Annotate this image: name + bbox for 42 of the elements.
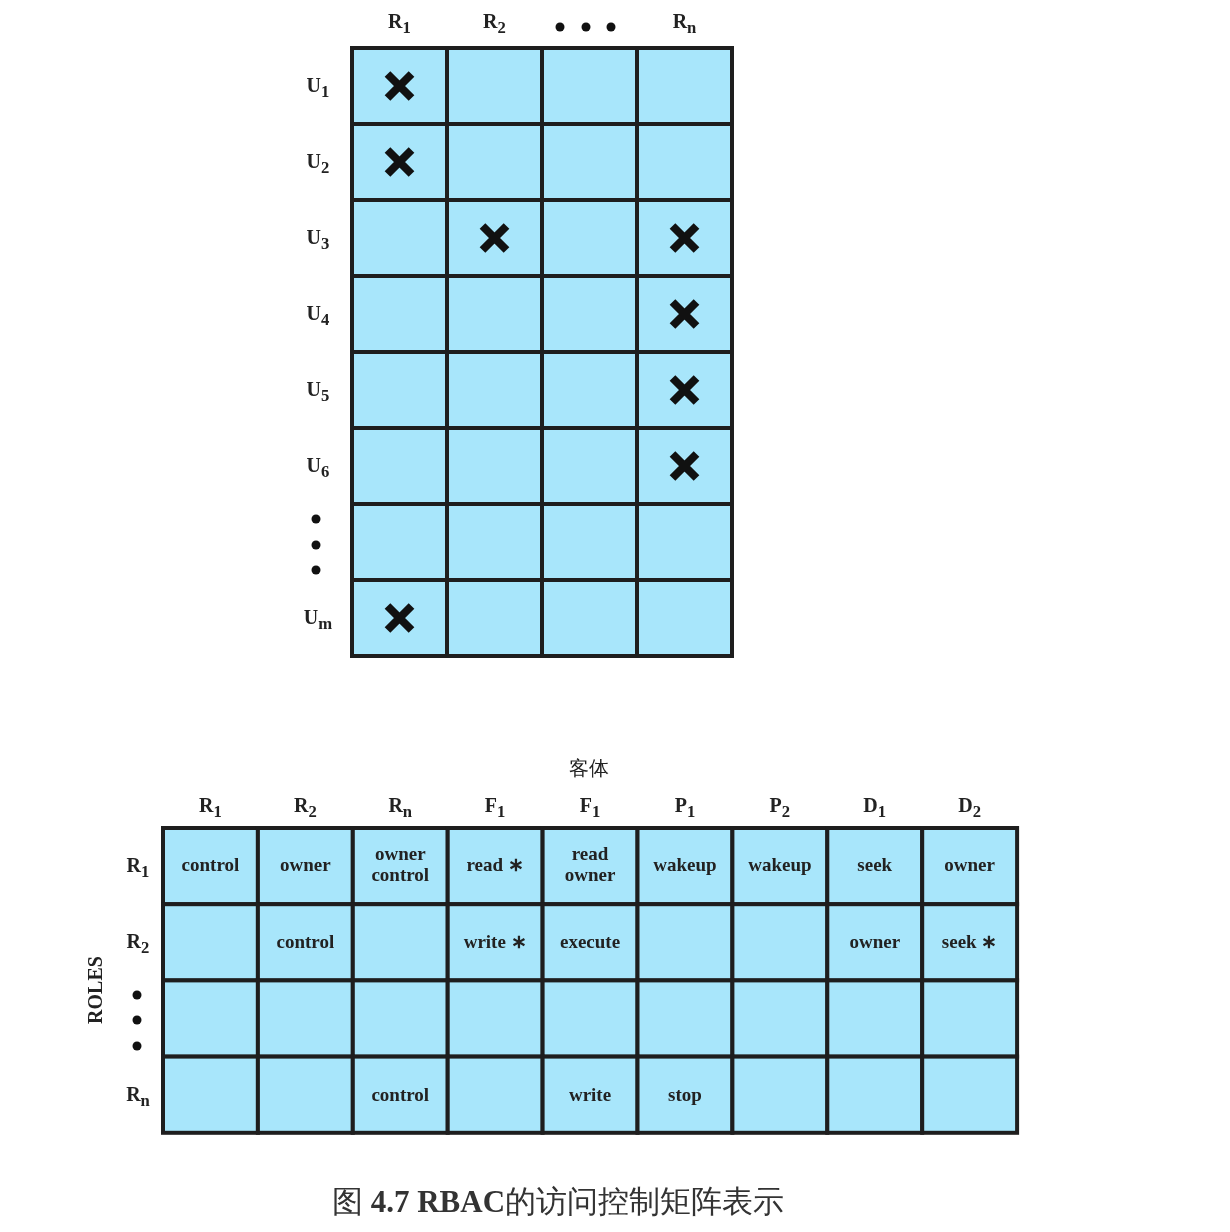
column-header: R$_{2}$ [483, 10, 506, 38]
row-header: U$_{4}$ [306, 302, 330, 330]
row-header: U$_{3}$ [306, 226, 330, 254]
cell-text: control [370, 1084, 431, 1106]
cell-text: seek [856, 854, 894, 876]
cell-text: write [567, 1084, 613, 1106]
row-header: U$_{6}$ [306, 454, 330, 482]
cell-text: owner [943, 854, 996, 876]
cell-text: owner control [370, 844, 431, 886]
column-header: F$_{1}$ [579, 794, 601, 822]
row-header: R$_{2}$ [126, 930, 150, 958]
column-header: P$_{1}$ [674, 794, 696, 822]
cell-text: control [180, 854, 241, 876]
cell-text: write ∗ [462, 931, 528, 953]
cell-text: seek ∗ [940, 931, 999, 953]
row-header: U$_{1}$ [306, 74, 330, 102]
row-header: R$_{n}$ [126, 1083, 150, 1111]
column-header: D$_{1}$ [863, 794, 887, 822]
column-header: R$_{2}$ [293, 794, 317, 822]
cell-text: owner [279, 854, 332, 876]
column-header: P$_{2}$ [769, 794, 791, 822]
caption: 图 4.7 RBAC的访问控制矩阵表示 [331, 1183, 785, 1221]
cell-text: read owner [563, 844, 617, 886]
column-header: R$_{1}$ [388, 10, 411, 38]
cell-text: control [275, 931, 336, 953]
row-header: U$_{5}$ [306, 378, 330, 406]
cell-text: wakeup [747, 854, 813, 876]
axis-title: ROLES [84, 956, 106, 1024]
cell-text: read ∗ [465, 854, 525, 876]
column-header: R$_{n}$ [388, 794, 413, 822]
row-header: U$_{2}$ [306, 150, 330, 178]
cell-text: wakeup [652, 854, 718, 876]
row-header: R$_{1}$ [126, 854, 150, 882]
column-header: R$_{n}$ [672, 10, 697, 38]
axis-title: 客体 [569, 757, 609, 779]
column-header: D$_{2}$ [958, 794, 982, 822]
cell-text: execute [558, 931, 622, 953]
cell-text: owner [848, 931, 902, 953]
cell-text: stop [667, 1084, 703, 1106]
column-header: F$_{1}$ [484, 794, 506, 822]
column-header: R$_{1}$ [199, 794, 222, 822]
row-header: U$_{m}$ [303, 606, 333, 634]
